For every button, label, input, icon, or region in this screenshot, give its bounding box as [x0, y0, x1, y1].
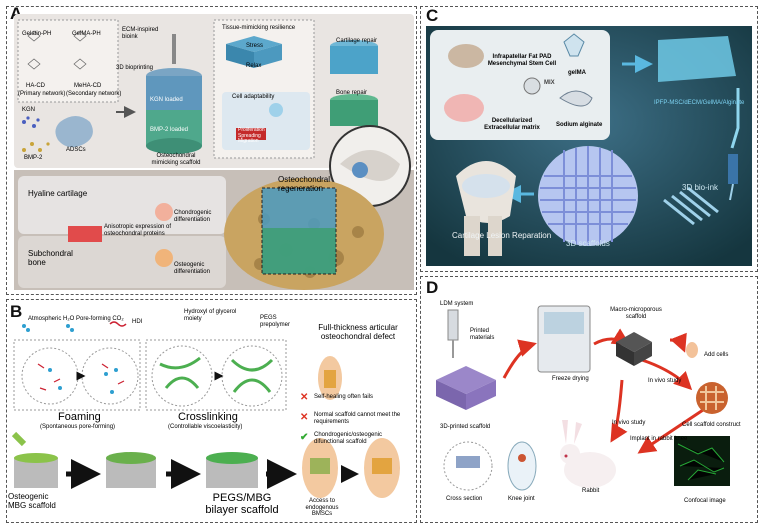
printed-scaffold-label: 3D-printed scaffold: [440, 424, 491, 430]
gelma-label: gelMA: [568, 70, 586, 76]
panel-b-label: B: [10, 302, 23, 321]
secondary-network-label: (Secondary network): [66, 91, 122, 97]
primary-network-label: (Primary network): [18, 91, 66, 97]
add-cells-label: Add cells: [704, 352, 729, 358]
subchondral-label: Subchondral bone: [28, 249, 73, 267]
relax-label: Relax: [246, 63, 262, 69]
decm-label: Decellularized Extracellular matrix: [484, 118, 540, 131]
svg-text:✕: ✕: [300, 392, 308, 403]
rabbit-label: Rabbit: [582, 488, 600, 494]
ipfp-label: Infrapatellar Fat PAD Mesenchymal Stem C…: [487, 54, 557, 67]
hyaline-label: Hyaline cartilage: [28, 189, 88, 198]
in-vivo-label: In vivo study: [648, 378, 682, 384]
foaming-label: Foaming: [58, 411, 101, 423]
panel-b-graphic: ✕ ✕ ✔: [11, 321, 400, 498]
kgn-label: KGN: [22, 107, 36, 113]
panel-a: [6, 6, 417, 295]
crosslinking-sub-label: (Controllable viscoelasticity): [168, 424, 243, 430]
bone-repair-label: Bone repair: [336, 90, 368, 96]
endogenous-label: Access to endogenous BMSCs: [305, 498, 339, 518]
ha-cd-label: HA-CD: [26, 83, 45, 89]
anisotropic-label: Anisotropic expression of osteochondral …: [104, 224, 172, 237]
printed-label: Printed materials: [470, 328, 495, 341]
confocal-label: Confocal image: [684, 498, 726, 504]
implant-label: Implant in rabbit knee: [630, 436, 688, 442]
svg-text:✔: ✔: [300, 432, 308, 443]
panel-d: [420, 276, 758, 523]
panel-c-graphic: [426, 26, 752, 266]
construct-label: Cell scaffold construct: [682, 422, 741, 428]
bioprinting-label: 3D bioprinting: [116, 65, 154, 71]
panel-d-label: D: [426, 278, 439, 297]
resilience-label: Tissue-mimicking resilience: [222, 25, 296, 31]
panel-d-graphic: [436, 305, 730, 491]
bmp2-label: BMP-2: [24, 155, 43, 161]
freeze-label: Freeze drying: [552, 376, 589, 382]
bilayer-label: PEGS/MBG bilayer scaffold: [205, 492, 279, 517]
self-healing-text: Self-healing often fails: [314, 394, 374, 400]
proliferation-label: Proliferation Spreading Migration: [238, 127, 265, 144]
bioink-3d-label: 3D bio-ink: [682, 183, 719, 192]
alginate-label: Sodium alginate: [556, 122, 603, 128]
regeneration-label: Osteochondral regeneration: [278, 175, 331, 193]
kgn-loaded-label: KGN loaded: [150, 97, 183, 103]
hdi-label: HDI: [132, 319, 143, 325]
scaffold-label: Osteochondral mimicking scaffold: [151, 153, 201, 166]
pegs-label: PEGS prepolymer: [260, 315, 291, 328]
panel-b: [6, 299, 417, 523]
chondrogenic-label: Chondrogenic differentiation: [174, 210, 212, 223]
osteogenic-label: Osteogenic differentiation: [174, 262, 210, 275]
ldm-label: LDM system: [440, 301, 474, 307]
svg-text:✕: ✕: [300, 412, 308, 423]
defect-title: Full-thickness articular osteochondral d…: [318, 323, 398, 341]
normal-scaffold-text: Normal scaffold cannot meet the requirem…: [314, 412, 401, 425]
foaming-sub-label: (Spontaneous pore-forming): [40, 424, 116, 430]
cell-adaptability-label: Cell adaptability: [232, 94, 275, 100]
gelatin-ph-label: Gelatin-PH: [22, 31, 52, 37]
adscs-label: ADSCs: [66, 147, 86, 153]
knee-joint-label: Knee joint: [508, 496, 535, 502]
macro-label: Macro-microporous scaffold: [610, 307, 662, 320]
cross-section-label: Cross section: [446, 496, 483, 502]
osteogenic-mbg-label: Osteogenic MBG scaffold: [8, 492, 56, 510]
bioink-label: IPFP-MSC/dECM/GelMA/Alginate: [654, 100, 745, 106]
crosslinking-label: Crosslinking: [178, 411, 238, 423]
glycerol-label: Hydroxyl of glycerol moiety: [184, 309, 237, 322]
co2-label: Pore-forming CO₂: [76, 316, 124, 322]
cartilage-repair-label: Cartilage repair: [336, 38, 378, 44]
panel-a-graphic: [14, 14, 414, 290]
gelma-ph-label: GelMA-PH: [72, 31, 101, 37]
in-vivo2-label: In vivo study: [612, 420, 646, 426]
mix-label: MIX: [544, 80, 555, 86]
panel-c: [420, 6, 758, 272]
h2o-label: Atmospheric H₂O: [28, 316, 75, 322]
stress-label: Stress: [246, 43, 264, 49]
meha-cd-label: MeHA-CD: [74, 83, 102, 89]
bmp2-loaded-label: BMP-2 loaded: [150, 127, 189, 133]
scaffolds-3d-label: 3D scaffolds: [566, 239, 610, 248]
panel-c-label: C: [426, 6, 439, 25]
cartilage-repair-c-label: Cartilage Lesion Reparation: [452, 231, 552, 240]
ecm-bioink-label: ECM-inspired bioink: [122, 27, 159, 40]
bifunctional-text: Chondrogenic/osteogenic difunctional sca…: [314, 432, 383, 445]
